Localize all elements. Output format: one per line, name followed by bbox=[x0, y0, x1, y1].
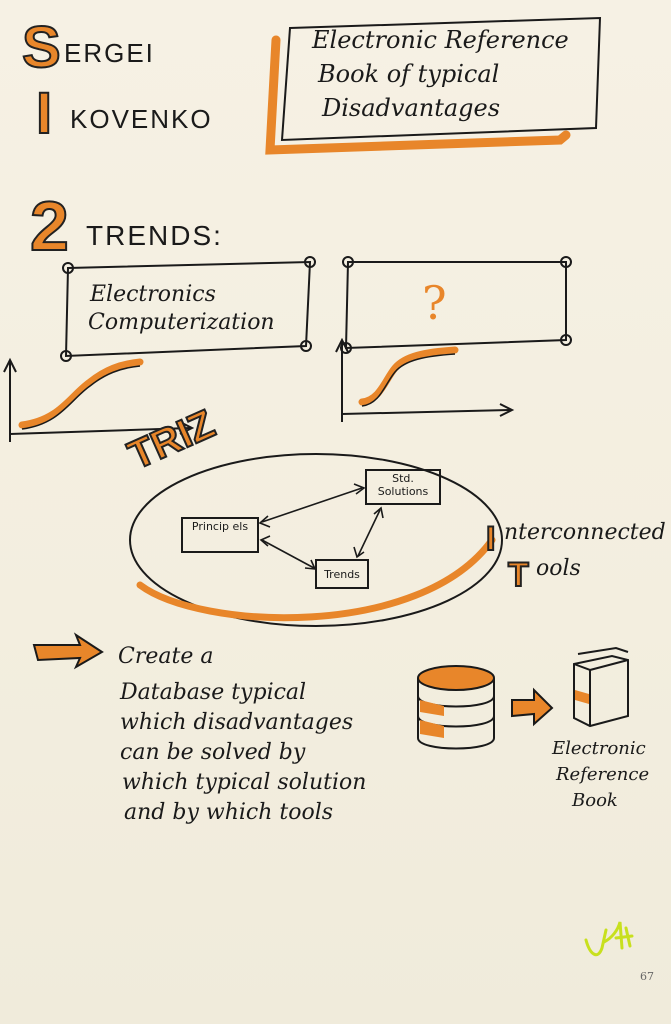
first-name: ERGEI bbox=[64, 38, 155, 68]
triz-ellipse bbox=[129, 453, 503, 627]
title-line-3: Disadvantages bbox=[322, 94, 501, 122]
book-label-2: Reference bbox=[556, 764, 650, 785]
first-initial: S bbox=[21, 14, 62, 81]
title-box-shadow bbox=[265, 35, 571, 155]
tools-initial: T bbox=[507, 555, 530, 595]
conclusion-line-6: and by which tools bbox=[124, 800, 334, 825]
right-arrow-icon bbox=[32, 632, 104, 670]
trends-label: TRENDS: bbox=[86, 220, 223, 251]
title-line-2: Book of typical bbox=[318, 60, 500, 88]
trends-box-label: Trends bbox=[324, 568, 360, 581]
principles-label: Princip els bbox=[191, 520, 249, 533]
interconnected-initial: I bbox=[485, 519, 497, 559]
s-curve-graph-2 bbox=[335, 337, 515, 422]
conclusion-line-2: Database typical bbox=[120, 680, 307, 705]
trends-box bbox=[315, 559, 369, 589]
conclusion-line-1: Create a bbox=[118, 644, 214, 669]
book-icon bbox=[573, 646, 629, 728]
triz-arrows bbox=[258, 483, 384, 570]
question-mark-icon: ? bbox=[422, 276, 447, 330]
page-number: 67 bbox=[640, 970, 654, 983]
trend-box-1-line-1: Electronics bbox=[90, 282, 216, 307]
trend-box-2 bbox=[340, 256, 572, 354]
std-solutions-box bbox=[365, 469, 441, 505]
trend-box-1 bbox=[60, 256, 316, 362]
last-initial: I bbox=[35, 80, 53, 147]
book-label-3: Book bbox=[572, 790, 618, 811]
trends-number: 2 bbox=[29, 186, 70, 266]
interconnected-word: nterconnected bbox=[504, 520, 666, 545]
conclusion-line-5: which typical solution bbox=[122, 770, 367, 795]
arrow-to-book-icon bbox=[511, 687, 554, 727]
tools-word: ools bbox=[536, 556, 581, 581]
title-box-frame bbox=[280, 16, 602, 142]
conclusion-line-3: which disadvantages bbox=[120, 710, 354, 735]
trend-box-1-line-2: Computerization bbox=[88, 310, 275, 335]
book-label-1: Electronic bbox=[552, 738, 646, 759]
database-icon bbox=[417, 665, 495, 750]
std-solutions-label: Std. Solutions bbox=[377, 472, 429, 498]
conclusion-line-4: can be solved by bbox=[120, 740, 306, 765]
title-line-1: Electronic Reference bbox=[312, 26, 569, 54]
signature-mark bbox=[584, 921, 634, 957]
last-name: KOVENKO bbox=[70, 104, 213, 134]
principles-box bbox=[181, 517, 259, 553]
s-curve-graph-1 bbox=[3, 357, 195, 442]
